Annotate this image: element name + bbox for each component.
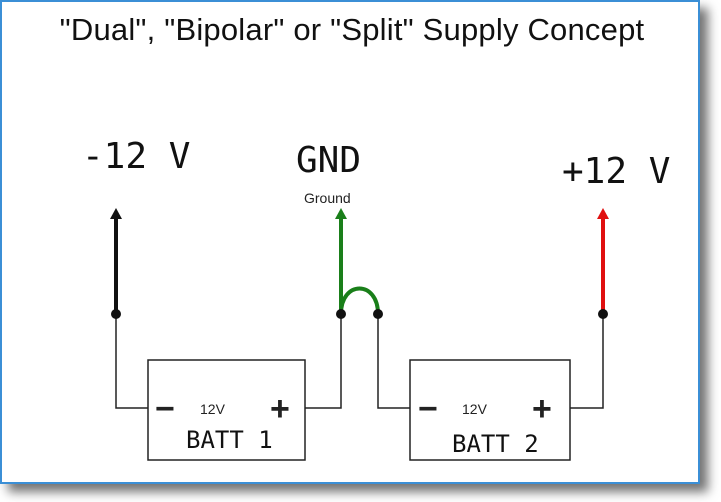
battery-2-name: BATT 2 <box>452 430 539 458</box>
battery-1-plus: + <box>270 390 290 428</box>
gnd-terminal-dot-right <box>373 309 383 319</box>
battery-1 <box>147 359 306 461</box>
battery-1-minus: − <box>155 390 175 428</box>
batt2-negative-wire <box>377 314 410 409</box>
gnd-arrow-head <box>335 208 347 219</box>
battery-2-plus: + <box>532 390 552 428</box>
battery-2-minus: − <box>418 390 438 428</box>
battery-2-voltage: 12V <box>462 401 488 417</box>
gnd-terminal-dot-left <box>336 309 346 319</box>
battery-2 <box>409 359 571 461</box>
pos-terminal-dot <box>598 309 608 319</box>
pos-arrow-head <box>597 208 609 219</box>
pos-terminal-label: +12 V <box>562 151 670 192</box>
neg-arrow-head <box>110 208 122 219</box>
ground-sublabel: Ground <box>304 190 351 206</box>
ground-jumper-wire <box>339 286 380 315</box>
neg-terminal-dot <box>111 309 121 319</box>
batt1-negative-wire <box>115 314 150 409</box>
battery-1-name: BATT 1 <box>186 426 273 454</box>
batt2-positive-wire <box>570 314 604 409</box>
batt1-positive-wire <box>305 314 342 409</box>
gnd-terminal-label: GND <box>296 140 361 181</box>
battery-1-voltage: 12V <box>200 401 226 417</box>
diagram-title: "Dual", "Bipolar" or "Split" Supply Conc… <box>59 12 645 47</box>
neg-terminal-label: -12 V <box>82 136 190 177</box>
